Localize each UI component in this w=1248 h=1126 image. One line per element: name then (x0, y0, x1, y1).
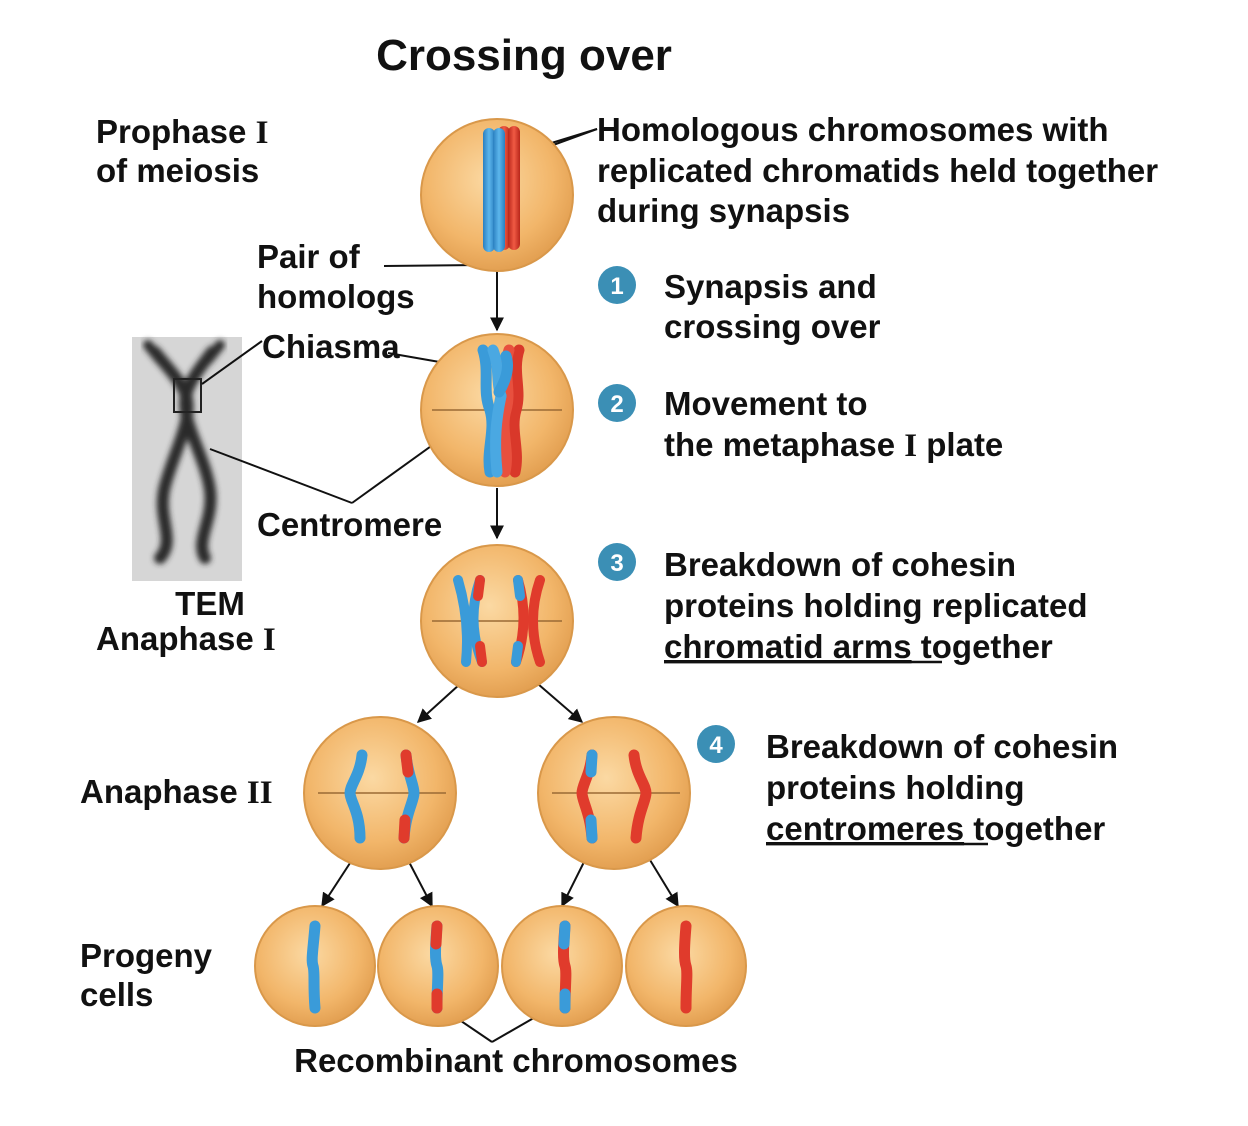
step-2-line-1: Movement to (664, 385, 868, 422)
step-3-line-1: Breakdown of cohesin (664, 546, 1016, 583)
chromosome-blue-tip (511, 641, 523, 667)
step-2-number: 2 (610, 391, 623, 418)
homolog-note-line-2: replicated chromatids held together (597, 152, 1158, 189)
progeny-cell-2 (377, 905, 499, 1027)
chromosome-blue (490, 390, 507, 478)
step-1: 1 Synapsis and crossing over (598, 266, 881, 345)
step-3-line-2: proteins holding replicated (664, 587, 1088, 624)
diagram-title: Crossing over (376, 31, 672, 80)
chromosome-crossover-segment (493, 350, 514, 398)
progeny-cell-1 (254, 905, 376, 1027)
label-prophase-2: of meiosis (96, 152, 259, 189)
chromosome-blue-tip (558, 920, 571, 950)
step-1-line-2: crossing over (664, 308, 881, 345)
chromosome-blue (477, 344, 498, 478)
chromosome-red-tip (430, 920, 443, 950)
chromosome-blue-tip (585, 749, 598, 778)
step-4: 4 Breakdown of cohesin proteins holding … (697, 725, 1118, 847)
cell-prophase (420, 118, 574, 272)
progeny-cell-4 (625, 905, 747, 1027)
homolog-note-line-3: during synapsis (597, 192, 850, 229)
chromosome-red-tip (475, 641, 487, 667)
label-prophase-1: Prophase I (96, 113, 268, 151)
chromosome-red (508, 344, 525, 478)
step-4-number: 4 (709, 732, 723, 759)
step-4-badge (697, 725, 735, 763)
tem-chiasma-box (173, 378, 202, 413)
label-anaphase-2: Anaphase II (80, 773, 273, 811)
step-4-line-1: Breakdown of cohesin (766, 728, 1118, 765)
chromosome-red-tip (398, 814, 411, 844)
step-4-line-3: centromeres together (766, 810, 1105, 847)
label-centromere: Centromere (257, 506, 442, 543)
step-2-badge (598, 384, 636, 422)
cell-anaphase-2-right (537, 716, 691, 870)
chromosome-red (528, 575, 545, 667)
step-4-line-2: proteins holding (766, 769, 1024, 806)
cell-anaphase-2-left (303, 716, 457, 870)
step-2: 2 Movement to the metaphase I plate (598, 384, 1003, 464)
chromosome-blue (493, 128, 505, 252)
label-recombinant-chromosomes: Recombinant chromosomes (294, 1042, 738, 1079)
progeny-cell-3 (501, 905, 623, 1027)
chromosome-red (628, 749, 652, 844)
step-3: 3 Breakdown of cohesin proteins holding … (598, 543, 1088, 665)
step-1-badge (598, 266, 636, 304)
chromosome-blue (483, 128, 495, 252)
chromosome-blue-tip (513, 575, 525, 601)
label-anaphase-1: Anaphase I (96, 620, 276, 658)
arrows (321, 266, 679, 908)
step-3-line-3: chromatid arms together (664, 628, 1053, 665)
step-2-line-2: the metaphase I plate (664, 426, 1003, 464)
label-progeny: Progeny (80, 937, 213, 974)
step-3-badge (598, 543, 636, 581)
step-1-number: 1 (610, 273, 623, 300)
label-homologs: homologs (257, 278, 415, 315)
label-tem: TEM (175, 585, 245, 622)
tem-micrograph (132, 337, 242, 581)
chromosome-blue (344, 749, 368, 844)
label-pair-of: Pair of (257, 238, 361, 275)
label-cells: cells (80, 976, 153, 1013)
chromosome-blue-tip (585, 814, 598, 844)
chromosome-red (679, 920, 693, 1014)
chromosome-red (508, 126, 520, 250)
chromosome-red-tip (473, 575, 485, 601)
cell-anaphase-1 (420, 544, 574, 698)
chromosome-blue (453, 575, 472, 667)
label-chiasma: Chiasma (262, 328, 400, 365)
step-1-line-1: Synapsis and (664, 268, 877, 305)
step-3-number: 3 (610, 550, 623, 577)
chromosome-red-tip (400, 749, 414, 778)
chromosome-blue (306, 920, 321, 1014)
cell-metaphase-1 (420, 333, 574, 487)
homolog-note-line-1: Homologous chromosomes with (597, 111, 1109, 148)
